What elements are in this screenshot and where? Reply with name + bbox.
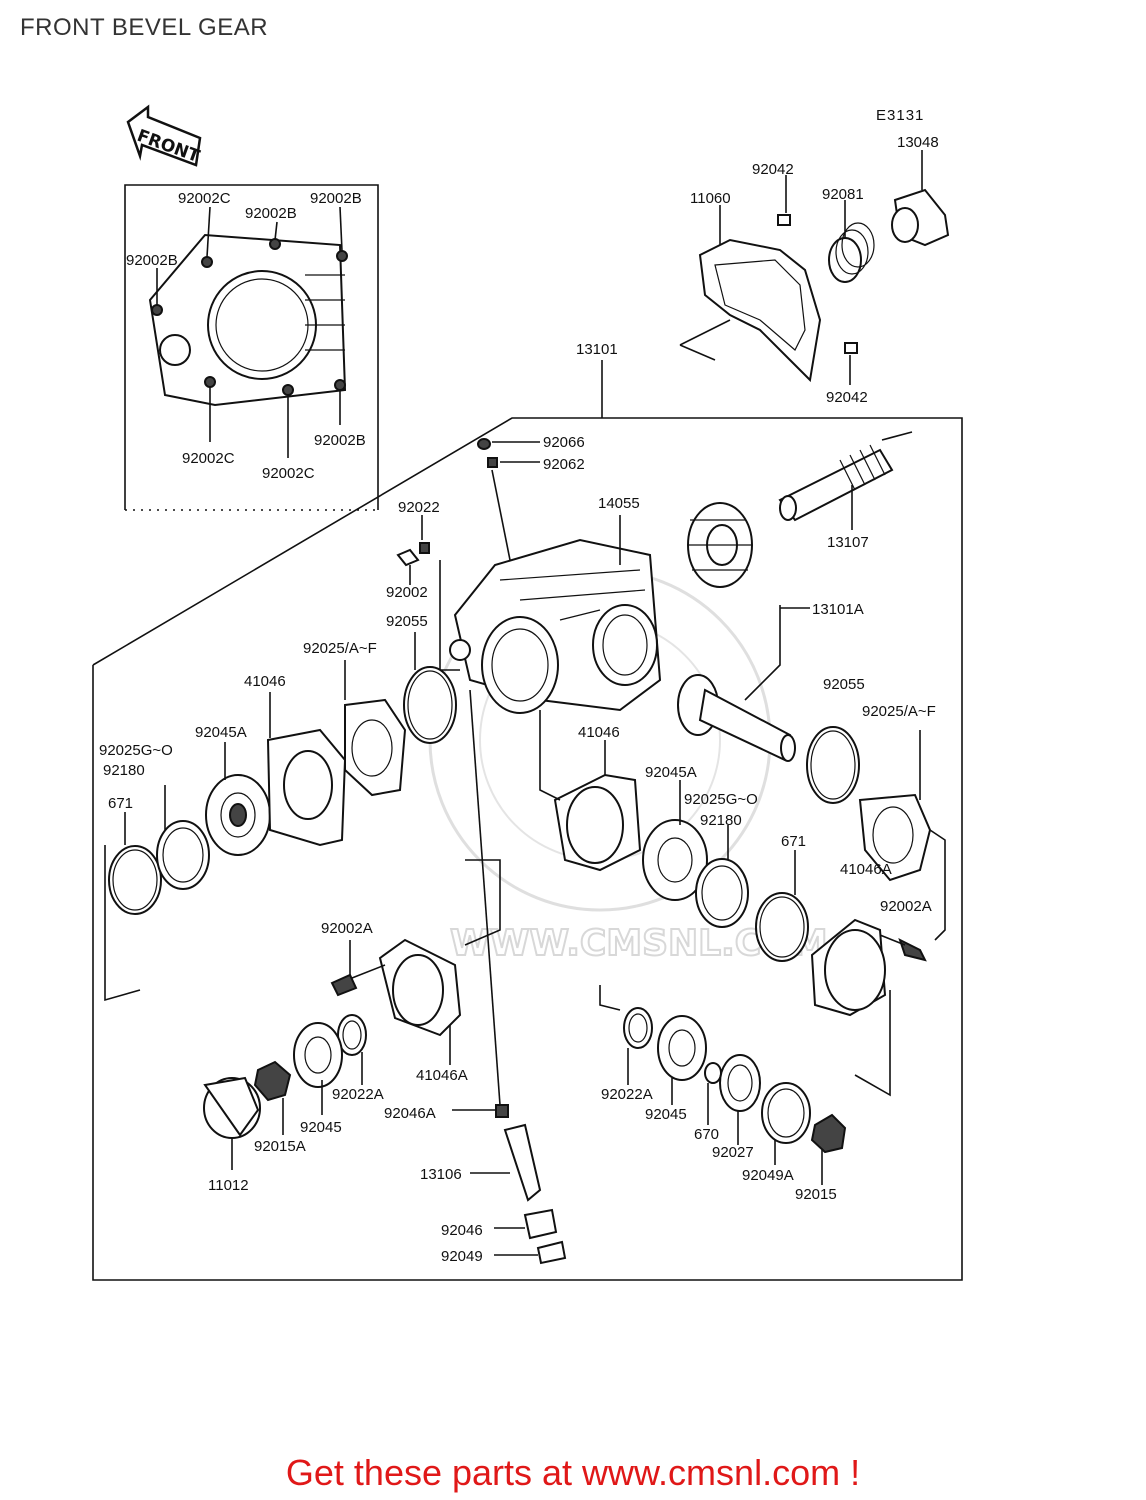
label-92002c-2: 92002C: [182, 450, 235, 467]
label-671-left: 671: [108, 795, 133, 812]
plugs-and-screws: [396, 438, 540, 671]
label-41046-left: 41046: [244, 673, 286, 690]
label-92002b-4: 92002B: [314, 432, 366, 449]
label-92002c-3: 92002C: [262, 465, 315, 482]
cover-assembly: [679, 150, 950, 385]
label-92025af-left: 92025/A~F: [303, 640, 377, 657]
label-92049a: 92049A: [742, 1167, 794, 1184]
label-92025af-right: 92025/A~F: [862, 703, 936, 720]
label-92022: 92022: [398, 499, 440, 516]
label-92045a-center: 92045A: [645, 764, 697, 781]
label-41046a-right: 41046A: [840, 861, 892, 878]
label-92025go-left: 92025G~O: [99, 742, 173, 759]
lower-left-flange: [203, 938, 462, 1170]
main-assembly-frame: [92, 360, 963, 1281]
label-92002b-2: 92002B: [310, 190, 362, 207]
left-bearing-stack: [104, 632, 501, 1002]
label-92046a: 92046A: [384, 1105, 436, 1122]
label-13101: 13101: [576, 341, 618, 358]
label-92055-right: 92055: [823, 676, 865, 693]
label-92042-top: 92042: [752, 161, 794, 178]
exploded-parts-diagram: WWW.CMSNL.COM FRONT E3131: [92, 104, 963, 1281]
label-92045-left: 92045: [300, 1119, 342, 1136]
label-92002b-3: 92002B: [126, 252, 178, 269]
label-671-center: 671: [781, 833, 806, 850]
label-13101a: 13101A: [812, 601, 864, 618]
center-bearing-stack: [539, 710, 809, 1011]
label-41046a-left: 41046A: [416, 1067, 468, 1084]
label-92002: 92002: [386, 584, 428, 601]
label-41046-center: 41046: [578, 724, 620, 741]
label-92002b-1: 92002B: [245, 205, 297, 222]
front-arrow-icon: FRONT: [126, 104, 203, 167]
label-11060: 11060: [690, 190, 731, 207]
label-670: 670: [694, 1126, 719, 1143]
label-92042-bottom: 92042: [826, 389, 868, 406]
label-92025go-center: 92025G~O: [684, 791, 758, 808]
label-92180-left: 92180: [103, 762, 145, 779]
bevel-gears: [677, 431, 913, 762]
label-92022a-right: 92022A: [601, 1086, 653, 1103]
label-92015: 92015: [795, 1186, 837, 1203]
page-title: FRONT BEVEL GEAR: [20, 14, 269, 41]
lower-right-stack: [623, 1007, 847, 1185]
label-92046: 92046: [441, 1222, 483, 1239]
label-92002c-1: 92002C: [178, 190, 231, 207]
label-92022a-left: 92022A: [332, 1086, 384, 1103]
diagram-code: E3131: [876, 107, 924, 124]
label-92066: 92066: [543, 434, 585, 451]
label-92045a-left: 92045A: [195, 724, 247, 741]
label-92002a-right: 92002A: [880, 898, 932, 915]
label-92055-left: 92055: [386, 613, 428, 630]
bolt-layout-inset: [124, 184, 379, 511]
label-11012: 11012: [208, 1177, 249, 1194]
label-92027: 92027: [712, 1144, 754, 1161]
parts-shop-link[interactable]: Get these parts at www.cmsnl.com !: [285, 1452, 861, 1493]
label-92049: 92049: [441, 1248, 483, 1265]
label-92045-right: 92045: [645, 1106, 687, 1123]
label-92081: 92081: [822, 186, 864, 203]
label-92180-center: 92180: [700, 812, 742, 829]
label-14055: 14055: [598, 495, 640, 512]
label-92015a: 92015A: [254, 1138, 306, 1155]
label-92062: 92062: [543, 456, 585, 473]
label-92002a-left: 92002A: [321, 920, 373, 937]
gear-case: [449, 469, 662, 714]
pinion-shaft: [452, 689, 567, 1265]
label-13048: 13048: [897, 134, 939, 151]
right-bearing-housing: [806, 726, 946, 1097]
label-13106: 13106: [420, 1166, 462, 1183]
label-13107: 13107: [827, 534, 869, 551]
